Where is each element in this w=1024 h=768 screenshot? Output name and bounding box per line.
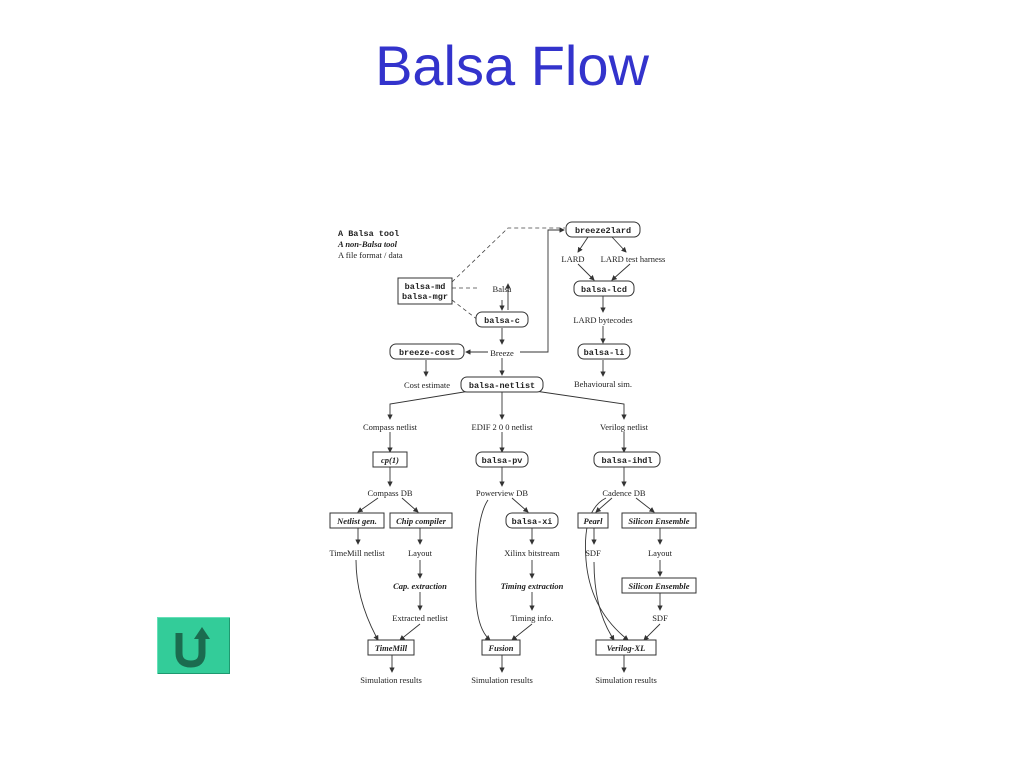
node-balsa-mgr: balsa-mgr <box>402 292 448 302</box>
timing-extraction-node: Timing extraction <box>501 581 564 591</box>
node-balsa-lcd: balsa-lcd <box>581 285 627 295</box>
return-button[interactable] <box>157 617 230 674</box>
netlist-gen-node: Netlist gen. <box>329 512 385 529</box>
node-silicon-ensemble-1: Silicon Ensemble <box>628 516 689 526</box>
label-compass-netlist: Compass netlist <box>363 422 418 432</box>
label-cost-estimate: Cost estimate <box>404 380 450 390</box>
label-xilinx-bitstream: Xilinx bitstream <box>504 548 560 558</box>
silicon-ensemble-node-2: Silicon Ensemble <box>621 577 697 594</box>
node-pearl: Pearl <box>584 516 604 526</box>
node-balsa-xi: balsa-xi <box>512 517 553 527</box>
slide-title: Balsa Flow <box>375 34 649 97</box>
node-silicon-ensemble-2: Silicon Ensemble <box>628 581 689 591</box>
legend-balsa-tool: A Balsa tool <box>338 229 399 239</box>
fusion-node: Fusion <box>481 639 521 656</box>
label-sdf-2: SDF <box>652 613 668 623</box>
label-lard-bytecodes: LARD bytecodes <box>573 315 632 325</box>
node-breeze2lard: breeze2lard <box>575 226 631 236</box>
node-cp1: cp(1) <box>381 455 399 465</box>
u-turn-return-icon <box>175 627 210 668</box>
label-powerview-db: Powerview DB <box>476 488 529 498</box>
timemill-node: TimeMill <box>367 639 415 656</box>
node-netlist-gen: Netlist gen. <box>336 516 377 526</box>
balsa-pv-node: balsa-pv <box>475 451 529 468</box>
label-behavioural-sim: Behavioural sim. <box>574 379 632 389</box>
label-balsa: Balsa <box>493 284 512 294</box>
label-compass-db: Compass DB <box>367 488 412 498</box>
node-fusion: Fusion <box>487 643 513 653</box>
legend-file-format: A file format / data <box>338 250 403 260</box>
label-timing-info: Timing info. <box>511 613 554 623</box>
breeze2lard-node: breeze2lard <box>565 221 641 238</box>
label-verilog-netlist: Verilog netlist <box>600 422 649 432</box>
label-lard-test-harness: LARD test harness <box>601 254 666 264</box>
balsa-md-mgr-node: balsa-md balsa-mgr <box>397 277 453 305</box>
label-sim-results-2: Simulation results <box>471 675 533 685</box>
label-layout-1: Layout <box>408 548 433 558</box>
label-timemill-netlist: TimeMill netlist <box>329 548 385 558</box>
node-verilog-xl: Verilog-XL <box>607 643 646 653</box>
node-cap-extraction: Cap. extraction <box>393 581 447 591</box>
balsa-xi-node: balsa-xi <box>505 512 559 529</box>
balsa-ihdl-node: balsa-ihdl <box>593 451 661 468</box>
label-edif-netlist: EDIF 2 0 0 netlist <box>472 422 534 432</box>
node-chip-compiler: Chip compiler <box>396 516 447 526</box>
balsa-lcd-node: balsa-lcd <box>573 280 635 297</box>
balsa-c-node: balsa-c <box>475 311 529 328</box>
label-breeze: Breeze <box>490 348 514 358</box>
node-balsa-md: balsa-md <box>405 282 446 292</box>
node-timing-extraction: Timing extraction <box>501 581 564 591</box>
label-lard: LARD <box>561 254 584 264</box>
cap-extraction-node: Cap. extraction <box>393 581 447 591</box>
node-breeze-cost: breeze-cost <box>399 348 455 358</box>
verilog-xl-node: Verilog-XL <box>595 639 657 656</box>
node-timemill: TimeMill <box>375 643 408 653</box>
node-balsa-netlist: balsa-netlist <box>469 381 535 391</box>
label-layout-2: Layout <box>648 548 673 558</box>
label-sdf-1: SDF <box>585 548 601 558</box>
breeze-cost-node: breeze-cost <box>389 343 465 360</box>
balsa-li-node: balsa-li <box>577 343 631 360</box>
label-sim-results-3: Simulation results <box>595 675 657 685</box>
cp1-node: cp(1) <box>372 451 408 468</box>
silicon-ensemble-node-1: Silicon Ensemble <box>621 512 697 529</box>
node-balsa-ihdl: balsa-ihdl <box>601 456 652 466</box>
label-sim-results-1: Simulation results <box>360 675 422 685</box>
balsa-netlist-node: balsa-netlist <box>460 376 544 393</box>
chip-compiler-node: Chip compiler <box>389 512 453 529</box>
label-cadence-db: Cadence DB <box>602 488 646 498</box>
node-balsa-c: balsa-c <box>484 316 520 326</box>
legend-non-balsa-tool: A non-Balsa tool <box>337 239 398 249</box>
node-balsa-li: balsa-li <box>584 348 625 358</box>
node-balsa-pv: balsa-pv <box>482 456 523 466</box>
pearl-node: Pearl <box>577 512 609 529</box>
label-extracted-netlist: Extracted netlist <box>392 613 448 623</box>
